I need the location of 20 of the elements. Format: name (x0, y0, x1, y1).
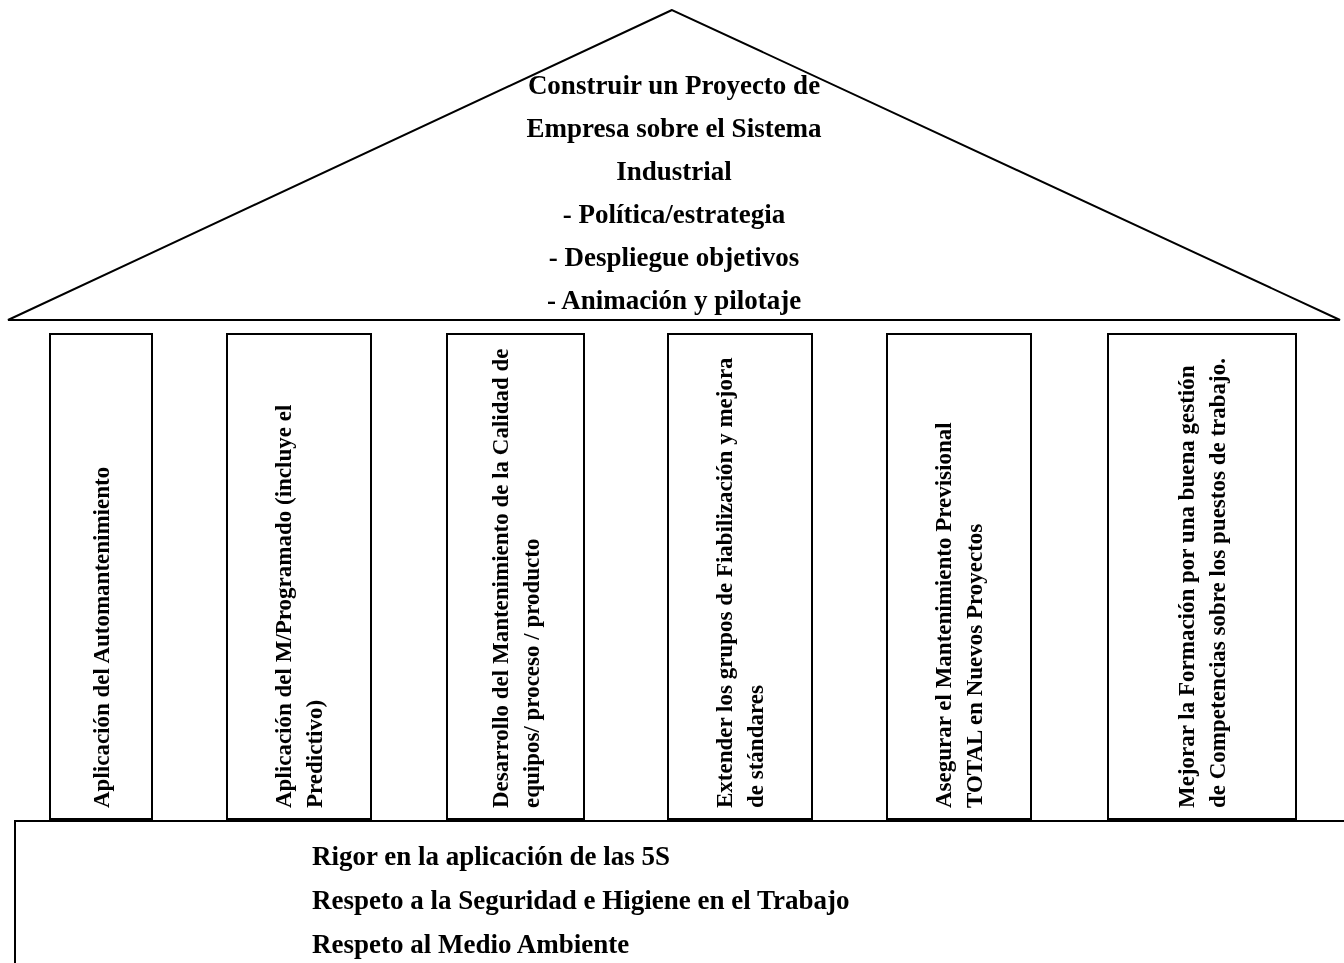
pillar-box (226, 333, 372, 820)
pillar-text: Desarrollo del Mantenimiento de la Calidad de equipos/ proceso / producto (486, 347, 545, 808)
pillar-text: Extender los grupos de Fiabilización y mejora de stándares (711, 356, 769, 808)
list-item: - Despliegue objetivos (548, 241, 800, 274)
pillar-box (446, 333, 585, 820)
foundation-text: Respeto al Medio Ambiente (312, 928, 631, 961)
pillar-box (1107, 333, 1297, 820)
pillar-box (667, 333, 813, 820)
roof-heading: Construir un Proyecto de Empresa sobre el Sistema Industrial (525, 69, 823, 188)
foundation-text: Rigor en la aplicación de las 5S (312, 840, 672, 873)
list-item: - Política/estrategia (562, 198, 786, 231)
foundation-box (14, 820, 1344, 963)
pillar-text: Aplicación del M/Programado (incluye el Predictivo) (270, 403, 328, 808)
pillar-text: Mejorar la Formación por una buena gestión de Competencias sobre los puestos de trabajo. (1173, 357, 1231, 808)
foundation-text: Respeto a la Seguridad e Higiene en el Trabajo (312, 884, 851, 917)
list-item: - Animación y pilotaje (546, 284, 802, 317)
pillar-text: Aplicación del Automantenimiento (87, 465, 115, 808)
pillar-box (49, 333, 153, 820)
pillar-box (886, 333, 1032, 820)
pillar-text: Asegurar el Mantenimiento Previsional TOTAL en Nuevos Proyectos (930, 421, 988, 808)
